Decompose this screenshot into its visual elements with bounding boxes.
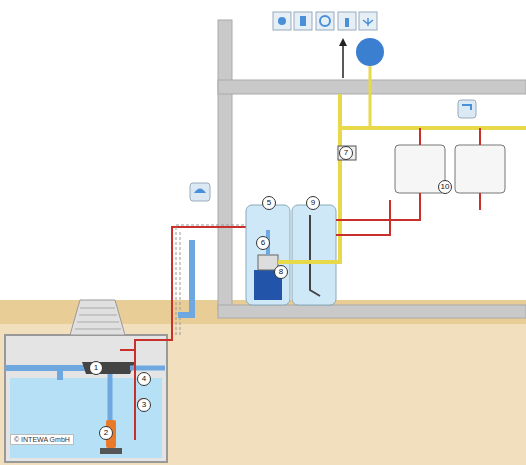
callout-number: 4 [137,372,151,386]
icon-symbol [278,17,286,25]
callout-number: 5 [262,196,276,210]
supply-pipe [278,94,526,262]
copyright-note: © INTEWA GmbH [10,434,74,445]
icon [294,12,312,30]
callout-number: 9 [306,196,320,210]
icon-symbol [320,16,330,26]
arrow [342,44,344,78]
icon [338,12,356,30]
callout-number: 3 [137,398,151,412]
refill-line [336,200,420,235]
callout-number: 10 [438,180,452,194]
expansion-vessel [356,38,384,66]
tap-icon [458,100,476,118]
callout-number: 8 [274,265,288,279]
icon [316,12,334,30]
cistern-water [10,378,162,458]
tank [292,205,336,305]
callout-number: 6 [256,236,270,250]
wall [218,20,232,310]
callout-number: 2 [99,426,113,440]
tap [462,105,471,110]
filter [82,362,135,374]
overflow-pipe [110,368,165,432]
pipe [369,66,372,128]
pump-base [100,448,122,454]
icon-symbol [363,18,373,26]
ground [0,300,526,465]
cistern [5,335,167,462]
callout-number: 1 [89,361,103,375]
controller [338,146,356,160]
tank [246,205,290,305]
unit [455,145,505,193]
icon-symbol [345,18,349,27]
suction-hose [120,227,250,440]
icon [273,12,291,30]
downpipe [178,240,192,315]
cloud [194,189,206,194]
pipe [420,128,480,210]
shaft-rings [75,308,121,329]
cistern-shaft [70,300,125,335]
icon [359,12,377,30]
ceiling [218,80,526,94]
cable [176,225,250,335]
hose [310,215,320,296]
icon-symbol [300,16,306,26]
arrow-head [339,38,347,46]
inlet-pipe [5,368,95,380]
rain-icon [190,183,210,201]
callout-number: 7 [339,146,353,160]
floor-slab [218,305,526,318]
